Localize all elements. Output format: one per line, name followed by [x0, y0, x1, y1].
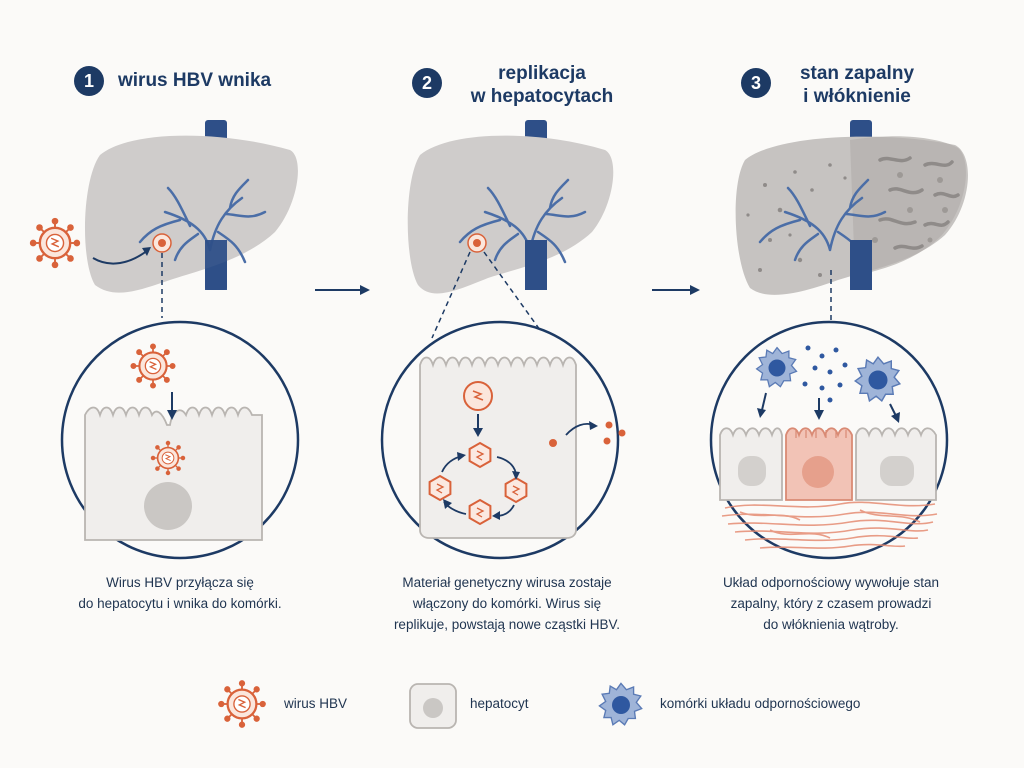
virus-attaching-icon: [130, 343, 176, 389]
liver-2: [407, 135, 614, 294]
legend-immune-icon: [598, 682, 643, 726]
nucleus-3a: [738, 456, 766, 486]
legend-virus-label: wirus HBV: [284, 696, 348, 711]
replication-particle-2: [428, 475, 452, 501]
replication-particle-1: [468, 442, 492, 468]
hepatocyte-1: [84, 406, 263, 541]
virus-entering-icon: [29, 217, 81, 269]
panel-1: [29, 120, 300, 560]
step-2-title-line2: w hepatocytach: [470, 86, 614, 107]
panel-3: [709, 120, 968, 560]
step-3-description: Układ odpornościowy wywołuje stan zapaln…: [681, 572, 981, 635]
step-3-desc-line1: Układ odpornościowy wywołuje stan: [722, 575, 940, 590]
hepatocyte-2: [419, 356, 577, 539]
step-1-desc-line2: do hepatocytu i wnika do komórki.: [78, 596, 282, 611]
step-1-title: wirus HBV wnika: [118, 69, 271, 92]
released-particle: [549, 439, 557, 447]
cytokine-dots: [802, 345, 848, 403]
step-2-desc-line3: replikuje, powstają nowe cząstki HBV.: [393, 617, 621, 632]
liver-1: [84, 135, 298, 293]
step-3-desc-line3: do włóknienia wątroby.: [763, 617, 899, 632]
step-2-desc-line1: Materiał genetyczny wirusa zostaje: [402, 575, 612, 590]
step-1-description: Wirus HBV przyłącza się do hepatocytu i …: [30, 572, 330, 614]
zoom-line-2b: [483, 251, 541, 331]
nucleus-1: [144, 482, 192, 530]
legend-hepatocyte-icon: [409, 683, 457, 729]
step-3-title: stan zapalny i włóknienie: [782, 62, 932, 108]
nucleus-3b: [802, 456, 834, 488]
legend-hepatocyte-label: hepatocyt: [470, 696, 529, 711]
step-3-title-line2: i włóknienie: [803, 86, 911, 107]
step-3-title-line1: stan zapalny: [799, 63, 915, 84]
step-2-badge: 2: [412, 68, 442, 98]
fibrosis-fibers: [721, 501, 938, 549]
step-3-desc-line2: zapalny, który z czasem prowadzi: [730, 596, 932, 611]
step-1-title-line1: wirus HBV wnika: [118, 70, 272, 91]
step-2-title: replikacja w hepatocytach: [452, 62, 632, 108]
entry-arrow: [92, 249, 149, 265]
replication-particle-4: [468, 499, 492, 525]
zoom-line-2a: [431, 251, 471, 339]
legend-immune-label: komórki układu odpornościowego: [660, 696, 861, 711]
virus-inside-icon: [150, 440, 186, 476]
step-2-desc-line2: włączony do komórki. Wirus się: [412, 596, 602, 611]
fibrosis-strands: [878, 156, 960, 250]
legend-virus-icon: [217, 679, 267, 729]
replication-particle-3: [504, 477, 528, 503]
nucleus-3c: [880, 456, 914, 486]
liver-spots: [746, 163, 847, 277]
step-1-badge: 1: [74, 66, 104, 96]
step-2-title-line1: replikacja: [498, 63, 586, 84]
step-2-description: Materiał genetyczny wirusa zostaje włącz…: [357, 572, 657, 635]
panel-2: [380, 120, 626, 560]
step-3-badge: 3: [741, 68, 771, 98]
viral-dna-icon: [463, 381, 493, 411]
step-1-desc-line1: Wirus HBV przyłącza się: [106, 575, 254, 590]
